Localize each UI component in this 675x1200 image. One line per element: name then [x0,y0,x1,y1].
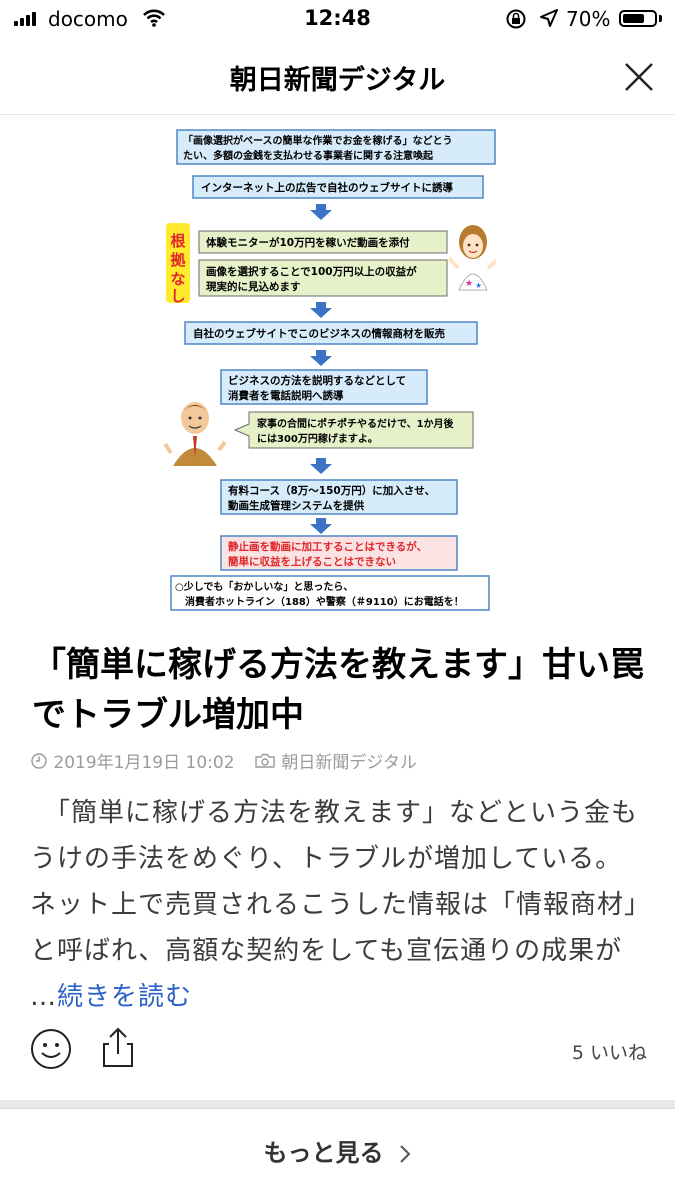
see-more-button[interactable]: もっと見る [0,1118,675,1188]
carrier-label: docomo [48,7,128,31]
read-more-link[interactable]: 続きを読む [57,982,193,1012]
svg-text:現実的に見込めます: 現実的に見込めます [206,280,301,293]
article-headline[interactable]: 「簡単に稼げる方法を教えます」甘い罠でトラブル増加中 [32,645,644,735]
article-actions: 5 いいね [0,1026,675,1076]
status-bar: docomo 12:48 70% [0,0,675,40]
camera-icon [255,753,275,768]
article-source: 朝日新聞デジタル [281,753,417,773]
flow-box-phone: ビジネスの方法を説明するなどとして 消費者を電話説明へ誘導 [220,369,428,405]
svg-text:動画生成管理システムを提供: 動画生成管理システムを提供 [228,499,365,512]
chevron-right-icon [399,1145,410,1163]
svg-text:家事の合間にポチポチやるだけで、1か月後: 家事の合間にポチポチやるだけで、1か月後 [257,417,455,430]
app-header: 朝日新聞デジタル [0,40,675,115]
flow-box-ad: インターネット上の広告で自社のウェブサイトに誘導 [192,175,484,199]
svg-text:「画像選択がベースの簡単な作業でお金を稼げる」などとう: 「画像選択がベースの簡単な作業でお金を稼げる」などとう [183,134,453,147]
svg-text:★: ★ [475,281,482,290]
rotation-lock-icon [506,9,526,29]
svg-text:自社のウェブサイトでこのビジネスの情報商材を販売: 自社のウェブサイトでこのビジネスの情報商材を販売 [193,327,445,340]
flow-box-hotline: ○少しでも「おかしいな」と思ったら、 消費者ホットライン（188）や警察（＃91… [170,575,490,611]
no-evidence-tag-1: 根 [170,232,185,250]
svg-text:有料コース（8万～150万円）に加入させ、: 有料コース（8万～150万円）に加入させ、 [228,484,435,497]
svg-text:インターネット上の広告で自社のウェブサイトに誘導: インターネット上の広告で自社のウェブサイトに誘導 [201,181,453,194]
signal-icon [14,12,42,26]
svg-text:には300万円稼げますよ。: には300万円稼げますよ。 [257,432,378,445]
svg-text:画像を選択することで100万円以上の収益が: 画像を選択することで100万円以上の収益が [206,265,417,278]
svg-text:たい、多額の金銭を支払わせる事業者に関する注意喚起: たい、多額の金銭を支払わせる事業者に関する注意喚起 [183,149,434,162]
share-icon[interactable] [100,1026,136,1070]
svg-text:○少しでも「おかしいな」と思ったら、: ○少しでも「おかしいな」と思ったら、 [175,580,353,593]
reaction-smile-icon[interactable] [30,1028,72,1070]
svg-text:簡単に収益を上げることはできない: 簡単に収益を上げることはできない [227,555,396,568]
svg-text:消費者ホットライン（188）や警察（＃9110）にお電話を！: 消費者ホットライン（188）や警察（＃9110）にお電話を！ [185,595,464,608]
svg-text:体験モニターが10万円を稼いだ動画を添付: 体験モニターが10万円を稼いだ動画を添付 [206,236,410,249]
flow-box-income-claim: 画像を選択することで100万円以上の収益が 現実的に見込めます [198,259,448,297]
flow-box-course: 有料コース（8万～150万円）に加入させ、 動画生成管理システムを提供 [220,479,458,515]
svg-text:ビジネスの方法を説明するなどとして: ビジネスの方法を説明するなどとして [228,374,406,387]
no-evidence-tag-3: な [170,270,185,288]
article-summary: 「簡単に稼げる方法を教えます」などという金もうけの手法をめぐり、トラブルが増加し… [30,790,642,1020]
flow-box-reality: 静止画を動画に加工することはできるが、 簡単に収益を上げることはできない [220,535,458,571]
no-evidence-tag: 根 拠 な し [166,223,190,305]
flow-box-pitch: 家事の合間にポチポチやるだけで、1か月後 には300万円稼げますよ。 [233,411,474,449]
svg-text:消費者を電話説明へ誘導: 消費者を電話説明へ誘導 [228,389,344,402]
like-count[interactable]: 5 いいね [571,1042,647,1064]
wifi-icon [143,9,165,27]
section-divider [0,1100,675,1109]
clock-icon [31,752,47,769]
man-illustration [163,402,227,466]
see-more-label: もっと見る [263,1139,384,1167]
no-evidence-tag-4: し [170,287,185,305]
woman-illustration: ★ ★ [447,225,496,291]
flow-box-warning-intro: 「画像選択がベースの簡単な作業でお金を稼げる」などとう たい、多額の金銭を支払わ… [176,129,496,165]
article-date: 2019年1月19日 10:02 [53,753,235,773]
battery-icon [619,10,657,27]
location-icon [540,9,558,27]
svg-text:静止画を動画に加工することはできるが、: 静止画を動画に加工することはできるが、 [228,540,427,553]
clock: 12:48 [304,6,371,30]
article-meta: 2019年1月19日 10:02 朝日新聞デジタル [30,748,417,773]
flow-box-sell: 自社のウェブサイトでこのビジネスの情報商材を販売 [184,321,478,345]
header-title: 朝日新聞デジタル [229,65,446,96]
article-body: 「簡単に稼げる方法を教えます」などという金もうけの手法をめぐり、トラブルが増加し… [30,798,639,1012]
no-evidence-tag-2: 拠 [170,251,186,269]
article-infographic: 「画像選択がベースの簡単な作業でお金を稼げる」などとう たい、多額の金銭を支払わ… [163,118,496,616]
battery-percent: 70% [566,7,611,31]
close-icon[interactable] [622,60,656,94]
flow-box-monitor: 体験モニターが10万円を稼いだ動画を添付 [198,230,448,254]
svg-text:★: ★ [465,279,473,289]
